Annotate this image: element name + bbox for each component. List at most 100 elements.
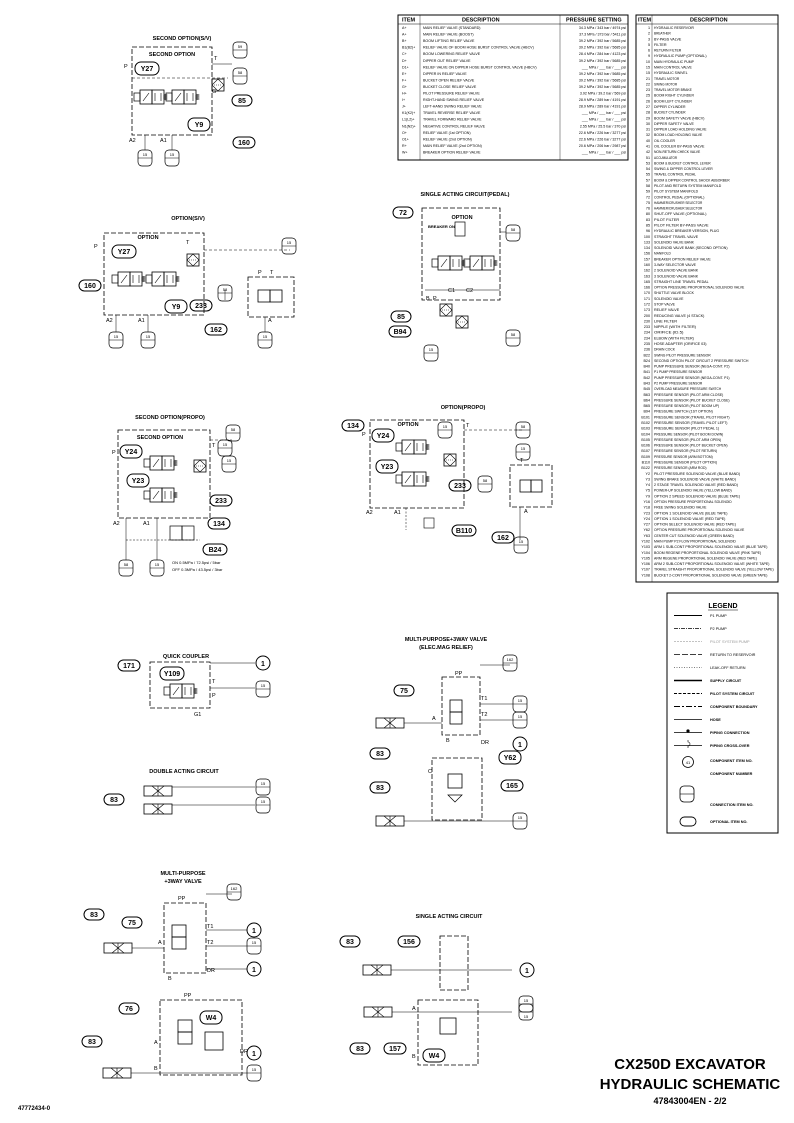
legend-item-label: LEAK-OFF RETURN [710,666,746,670]
item-row-description: OPTION PRESSURE PROPORTIONAL SOLENOID VA… [654,286,745,290]
item-row-number: 170 [644,291,650,295]
item-row-number: 21 [646,77,650,81]
port-a-top: A [158,940,162,946]
circuit-multi-purpose-elec: MULTI-PURPOSE+3WAY VALVE (ELEC.MAG RELIE… [369,637,528,830]
item-row-description: HYDRAULIC SWIVEL [654,71,688,75]
item-row-description: BOOM LOAD HOLDING VALVE [654,133,703,137]
item-row-number: 83 [646,218,650,222]
item-row-number: 234 [644,331,650,335]
item-row-description: PILOT SYSTEM MANIFOLD [654,190,698,194]
item-row-description: BY-PASS VALVE [654,37,682,41]
item-row-number: 29 [646,116,650,120]
legend-item-label: PIPING CROSS-OVER [710,744,750,748]
port-p: P [212,693,216,699]
circuit-heading: MULTI-PURPOSE+3WAY VALVE [405,637,488,643]
item-row-number: B41 [643,370,650,374]
pressure-row-setting: 34.3 MPa / 343 bar / 4974 psi [579,26,626,30]
port-c1: C1 [448,288,455,294]
item-row-number: 235 [644,342,650,346]
item-row-description: OPTION PRESSURE PROPORTIONAL SOLENOID [654,500,732,504]
pressure-row-description: NEGATIVE CONTROL RELIEF VALVE [423,124,486,128]
item-row-number: Y108 [641,573,650,577]
conn-162: 162 [507,657,514,662]
port-t2: T2 [481,712,487,718]
item-row-number: 9 [648,54,650,58]
box-label: OPTION [137,235,158,241]
pressure-row-description: MAIN RELIEF VALVE (2nd OPTION) [423,144,482,148]
item-row-number: B109 [641,455,650,459]
pressure-row-description: MAIN RELIEF VALVE (BOOST) [423,33,474,37]
port-p: P [112,450,116,456]
item-row-number: 15 [646,66,650,70]
port-a-valve: A [524,509,528,515]
circuit-multi-purpose: MULTI-PURPOSE +3WAY VALVE PP T1 T2 A B D… [81,871,262,1082]
title-line2: HYDRAULIC SCHEMATIC [600,1076,781,1093]
item-row-description: BOOM & BUCKET CONTROL LEVER [654,161,711,165]
item-row-description: SOLENOID VALVE BANK [654,240,694,244]
item-row-number: B24 [643,359,650,363]
conn-59: 59 [238,44,243,49]
conn-58-mid: 58 [483,478,488,483]
conn-15-a: 15 [524,998,529,1003]
item-row-number: B103 [641,427,650,431]
item-row-number: 41 [646,145,650,149]
item-row-number: 25 [646,94,650,98]
item-row-description: PRESSURE SENSOR (TRAVEL PILOT RIGHT) [654,415,730,419]
item-row-description: RETURN FILTER [654,49,682,53]
port-b: B [426,296,430,302]
item-row-number: 236 [644,348,650,352]
item-row-description: ELBOW (WITH FILTER) [654,336,694,340]
item-row-number: 171 [644,297,650,301]
legend-item-label: P2 PUMP [710,627,727,631]
callout-233: 233 [454,483,466,490]
item-row-number: 162 [644,269,650,273]
legend-item-label: PILOT SYSTEM CIRCUIT [710,692,755,696]
item-row-description: BOOM & DIPPER CONTROL SHOCK ABSORBER [654,178,730,182]
item-row-description: SWING MOTOR [654,82,677,86]
item-row-description: STRAIGHT LINE TRAVEL PEDAL [654,280,709,284]
pressure-row-setting: 20.6 MPa / 206 bar / 2987 psi [579,144,626,148]
pressure-row-description: BREAKER OPTION RELIEF VALVE [423,150,481,154]
item-row-number: 27 [646,105,650,109]
callout-233: 233 [215,498,227,505]
item-row-description: POWER-UP SOLENOID VALVE (YELLOW BAND) [654,489,732,493]
item-row-description: BOOM SAFETY VALVE (HBCV) [654,116,704,120]
pressure-row-item: R+ [402,144,407,148]
item-row-number: B94 [643,410,650,414]
port-a: A [432,716,436,722]
item-list-header-item: ITEM [638,18,652,24]
pressure-row-item: G+ [402,85,407,89]
pressure-row-item: D1+ [402,65,409,69]
legend-junction-dot [686,729,690,733]
item-row-description: SWING BRAKE SOLENOID VALVE (WHITE BAND) [654,477,736,481]
item-row-number: 28 [646,111,650,115]
switch-off-setting: OFF 0.3MPa / 43.5psi / 3bar [172,567,223,572]
conn-circle-1: 1 [518,742,522,749]
pressure-row-item: D+ [402,59,407,63]
callout-85: 85 [397,314,405,321]
circuit-heading: SECOND OPTION(S/V) [153,36,212,42]
item-row-number: 173 [644,308,650,312]
item-row-number: B110 [642,461,650,465]
item-row-description: ORIFICE (ID.5) [654,331,683,335]
callout-75: 75 [400,688,408,695]
callout-76: 76 [125,1006,133,1013]
document-number: 47772434-0 [18,1106,51,1112]
item-row-description: TRAVEL MOTOR BRAKE [654,88,692,92]
port-pp-top: PP [178,896,186,902]
item-row-number: B64 [643,398,650,402]
item-row-description: MAIN HYDRAULIC PUMP [654,60,694,64]
pressure-row-description: PILOT PRESSURE RELIEF VALVE [423,92,480,96]
item-row-description: TRAVEL MOTOR [654,77,679,81]
conn-15-b: 15 [170,152,175,157]
port-t: T [214,56,218,62]
callout-171: 171 [123,663,135,670]
port-a1: A1 [394,510,401,516]
valve-y62: Y62 [504,755,517,762]
item-row-description: PILOT FILTER [654,218,680,222]
pressure-row-item: K1(K2)+ [402,111,415,115]
item-row-number: Y24 [643,517,650,521]
item-row-number: 165 [644,280,650,284]
circuit-heading: SECOND OPTION(PROPO) [135,415,205,421]
